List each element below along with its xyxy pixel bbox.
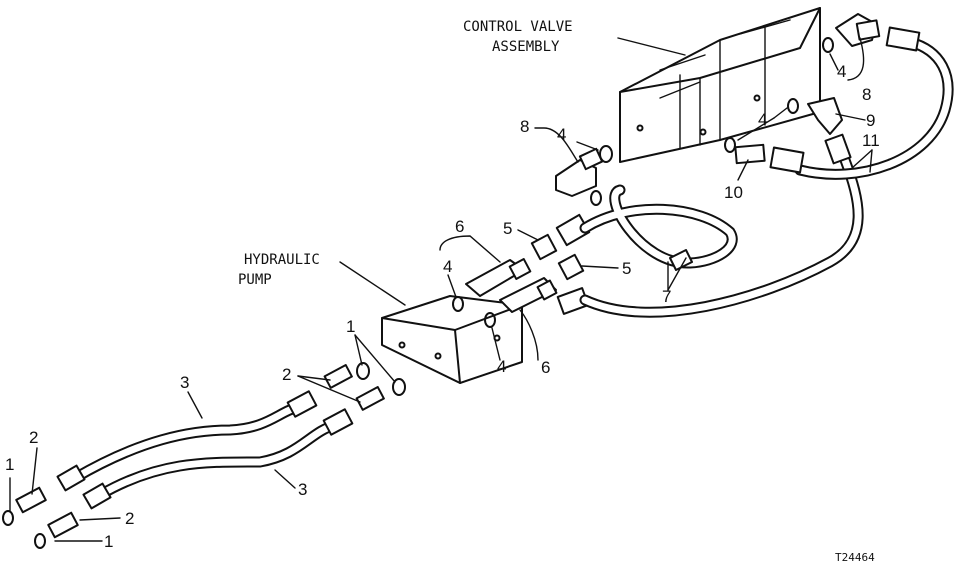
callout-4: 4 <box>443 257 452 276</box>
control-valve-label-line2: ASSEMBLY <box>492 39 560 55</box>
hydraulic-pump <box>381 295 523 384</box>
hose-end-fittings-pump-side <box>56 390 354 510</box>
callout-6: 6 <box>541 358 550 377</box>
callout-3: 3 <box>298 480 307 499</box>
callout-1: 1 <box>104 532 113 551</box>
control-valve-assembly <box>619 7 821 163</box>
callout-6: 6 <box>455 217 464 236</box>
hose-ends-5 <box>530 213 591 315</box>
callout-3: 3 <box>180 373 189 392</box>
hose-clamp-7 <box>669 249 693 271</box>
callout-5: 5 <box>622 259 631 278</box>
callout-2: 2 <box>282 365 291 384</box>
callout-1: 1 <box>346 317 355 336</box>
callout-1: 1 <box>5 455 14 474</box>
callout-4: 4 <box>758 110 767 129</box>
callout-2: 2 <box>125 509 134 528</box>
callout-4: 4 <box>837 62 846 81</box>
callout-2: 2 <box>29 428 38 447</box>
callout-8: 8 <box>520 117 529 136</box>
adapters-2-left <box>15 364 385 539</box>
control-valve-label-line1: CONTROL VALVE <box>463 19 573 35</box>
figure-code: T24464 <box>835 551 875 564</box>
callout-11: 11 <box>862 131 880 150</box>
hose-7 <box>579 154 864 318</box>
hydraulic-pump-label-line1: HYDRAULIC <box>244 252 320 268</box>
callout-5: 5 <box>503 219 512 238</box>
hose-3-upper <box>69 401 306 484</box>
leader-lines <box>9 37 873 542</box>
callout-8: 8 <box>862 85 871 104</box>
hose-11 <box>794 36 954 180</box>
hose-3-lower <box>94 419 341 501</box>
text-labels: CONTROL VALVE ASSEMBLY HYDRAULIC PUMP T2… <box>5 19 880 564</box>
callout-9: 9 <box>866 111 875 130</box>
elbow-fitting-9 <box>807 97 843 135</box>
fittings-6 <box>465 258 558 313</box>
elbow-fittings-8 <box>555 13 921 197</box>
callout-10: 10 <box>724 183 743 202</box>
callout-7: 7 <box>662 287 671 306</box>
adapter-10 <box>734 133 852 174</box>
callout-4: 4 <box>497 357 506 376</box>
hydraulic-pump-label-line2: PUMP <box>238 272 272 288</box>
callout-4: 4 <box>557 125 566 144</box>
o-rings-4-pump <box>452 296 496 328</box>
o-rings-4-valve <box>590 37 834 206</box>
o-rings-1 <box>2 362 406 549</box>
